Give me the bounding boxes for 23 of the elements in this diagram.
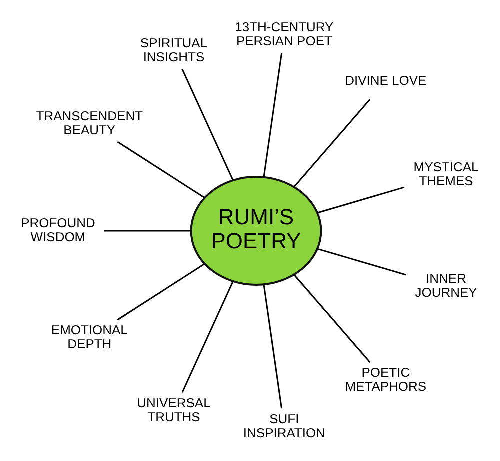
node-text: SUFI INSPIRATION [243,410,326,440]
connector [182,68,234,180]
connector [117,263,205,320]
connector [263,284,283,408]
node-text: POETIC METAPHORS [345,364,427,394]
node-text: PROFOUND WISDOM [21,214,96,244]
connector [294,98,371,187]
connector [104,230,192,232]
node-text: MYSTICAL THEMES [414,159,479,188]
connector [317,186,405,214]
node-text: UNIVERSAL TRUTHS [137,395,211,424]
node-text: TRANSCENDENT BEAUTY [36,108,144,137]
connector [317,248,406,276]
node-ellipse: RUMI’S POETRY [190,176,322,286]
node-text: INNER JOURNEY [415,270,478,300]
node-text: SPIRITUAL INSIGHTS [140,34,208,64]
node-text: EMOTIONAL DEPTH [51,322,128,351]
connector [182,280,234,393]
node-text: 13TH-CENTURY PERSIAN POET [235,18,334,48]
connector [294,274,371,362]
connector [117,140,205,198]
connector [263,52,283,177]
node-text: DIVINE LOVE [345,72,427,88]
